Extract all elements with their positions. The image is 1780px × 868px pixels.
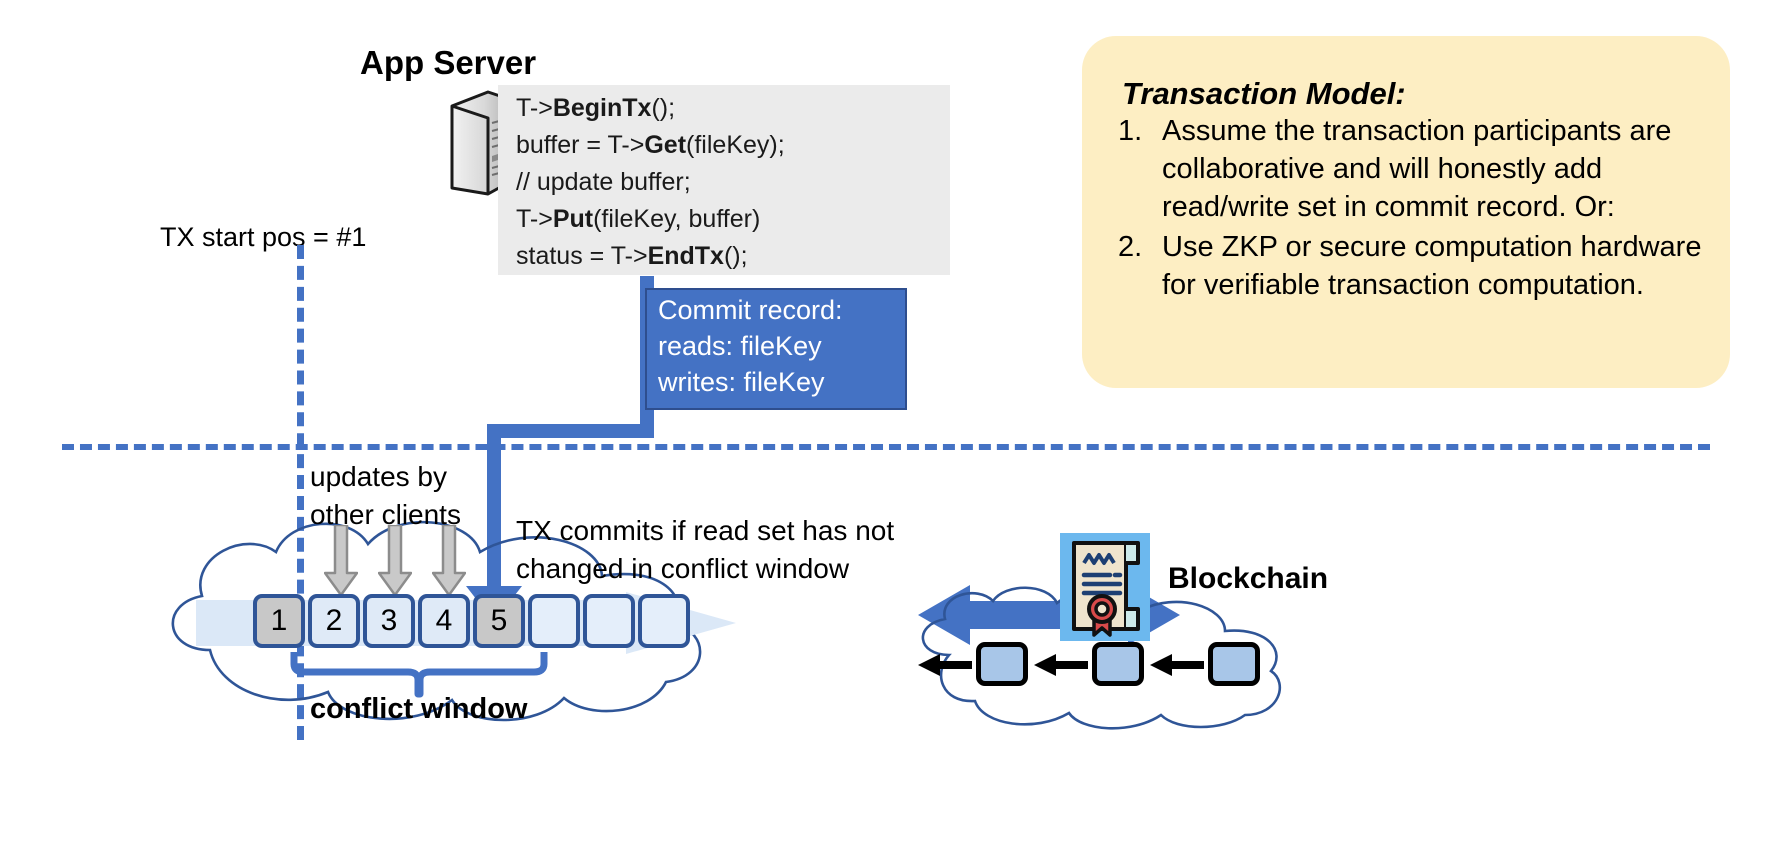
app-server-title: App Server [360,44,537,81]
code-snippet-text: T->BeginTx(); buffer = T->Get(fileKey); … [516,90,956,275]
commit-connector-horizontal [487,424,654,438]
code-line-3: T->Put(fileKey, buffer) [516,205,761,233]
commit-record-text: Commit record: reads: fileKey writes: fi… [658,292,908,400]
transaction-model-title: Transaction Model: [1122,76,1406,111]
list-item-number: 2. [1118,231,1143,263]
ledger-block[interactable] [638,594,690,648]
ledger-cloud-outline [150,500,770,740]
list-item: 2. Use ZKP or secure computation hardwar… [1118,228,1718,304]
commit-connector-vertical-lower [487,424,501,594]
tx-commits-line-1: TX commits if read set has not [516,515,895,546]
ledger-block[interactable] [528,594,580,648]
code-line-1: buffer = T->Get(fileKey); [516,131,785,159]
ledger-block[interactable]: 1 [253,594,305,648]
update-arrow-icon [431,523,467,597]
transaction-model-list: 1. Assume the transaction participants a… [1118,112,1718,306]
ledger-block[interactable]: 3 [363,594,415,648]
layer-divider-dashed-line [62,444,1710,450]
chain-block[interactable] [1092,642,1144,686]
transaction-model-callout [1082,36,1730,388]
update-arrow-icon [377,523,413,597]
tx-commits-condition-label: TX commits if read set has not changed i… [516,512,894,588]
chain-block[interactable] [976,642,1028,686]
list-item-text: Assume the transaction participants are … [1162,115,1672,223]
tx-start-dashed-line [297,245,304,740]
update-arrow-icon [323,523,359,597]
updates-label-line-1: updates by [310,461,447,492]
chain-link-arrow-icon [1150,654,1204,676]
ledger-block[interactable]: 2 [308,594,360,648]
chain-link-arrow-icon [918,654,972,676]
double-headed-arrow-icon [918,583,1180,647]
code-snippet-box [498,85,950,275]
code-line-0: T->BeginTx(); [516,94,676,122]
conflict-window-label: conflict window [310,693,528,725]
tx-start-pos-label: TX start pos = #1 [160,222,367,252]
commit-record-line-reads: reads: fileKey [658,331,822,361]
commit-record-line-title: Commit record: [658,295,843,325]
blockchain-label: Blockchain [1168,562,1329,595]
list-item-number: 1. [1118,115,1143,147]
commit-record-box [645,288,907,410]
blockchain-cloud-outline [905,585,1295,730]
ledger-block[interactable] [583,594,635,648]
chain-block[interactable] [1208,642,1260,686]
list-item-text: Use ZKP or secure computation hardware f… [1162,231,1702,301]
commit-record-line-writes: writes: fileKey [658,367,825,397]
tx-commits-line-2: changed in conflict window [516,553,850,584]
list-item: 1. Assume the transaction participants a… [1118,112,1718,226]
ledger-block[interactable]: 5 [473,594,525,648]
conflict-window-brace-icon [290,650,550,698]
code-line-4: status = T->EndTx(); [516,242,748,270]
ledger-block[interactable]: 4 [418,594,470,648]
updates-by-other-clients-label: updates by other clients [310,458,461,534]
updates-label-line-2: other clients [310,499,461,530]
chain-link-arrow-icon [1034,654,1088,676]
code-line-2: // update buffer; [516,168,691,196]
certificate-contract-icon [1060,533,1150,641]
